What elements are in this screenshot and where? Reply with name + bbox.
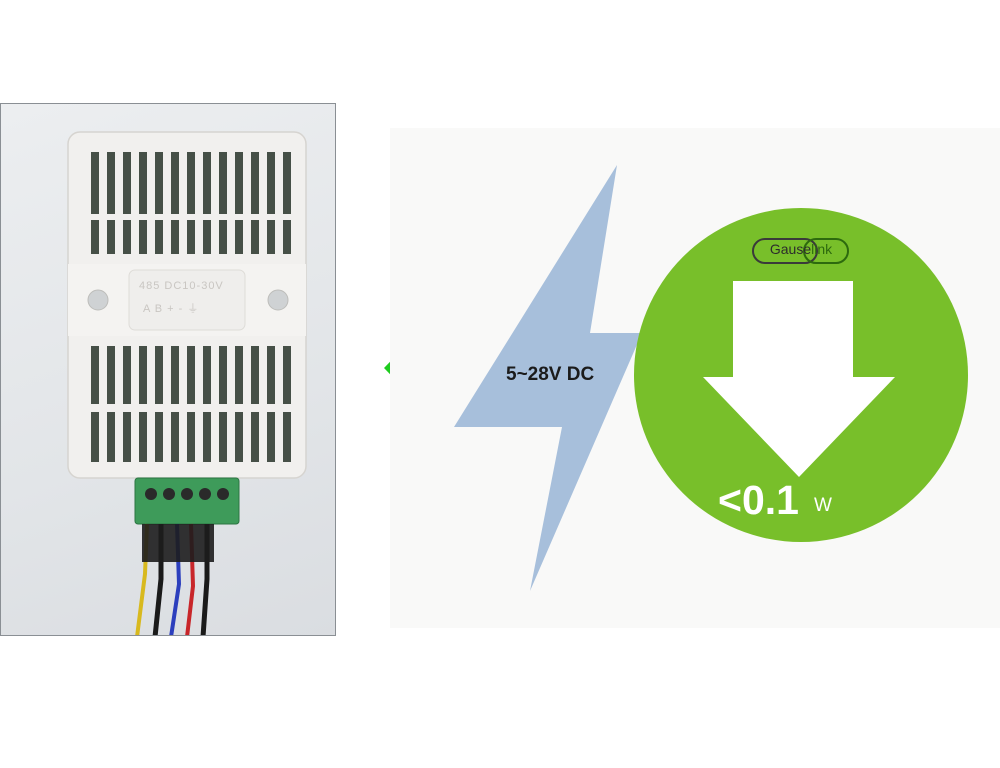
sensor-device-illustration xyxy=(67,131,307,635)
down-arrow-icon xyxy=(703,281,895,477)
voltage-label: 5~28V DC xyxy=(506,364,595,385)
lightning-bolt-icon xyxy=(454,165,642,591)
logo-text-link: link xyxy=(811,241,833,257)
power-value: <0.1 xyxy=(718,477,799,523)
power-unit: W xyxy=(814,495,832,516)
device-label-line2: A B + - ⏚ xyxy=(143,303,200,315)
gauselink-logo: Gauselink xyxy=(752,235,850,267)
device-label-line1: 485 DC10-30V xyxy=(139,280,224,292)
product-photo: 485 DC10-30V A B + - ⏚ xyxy=(0,103,336,636)
logo-text-gause: Gause xyxy=(769,241,812,257)
